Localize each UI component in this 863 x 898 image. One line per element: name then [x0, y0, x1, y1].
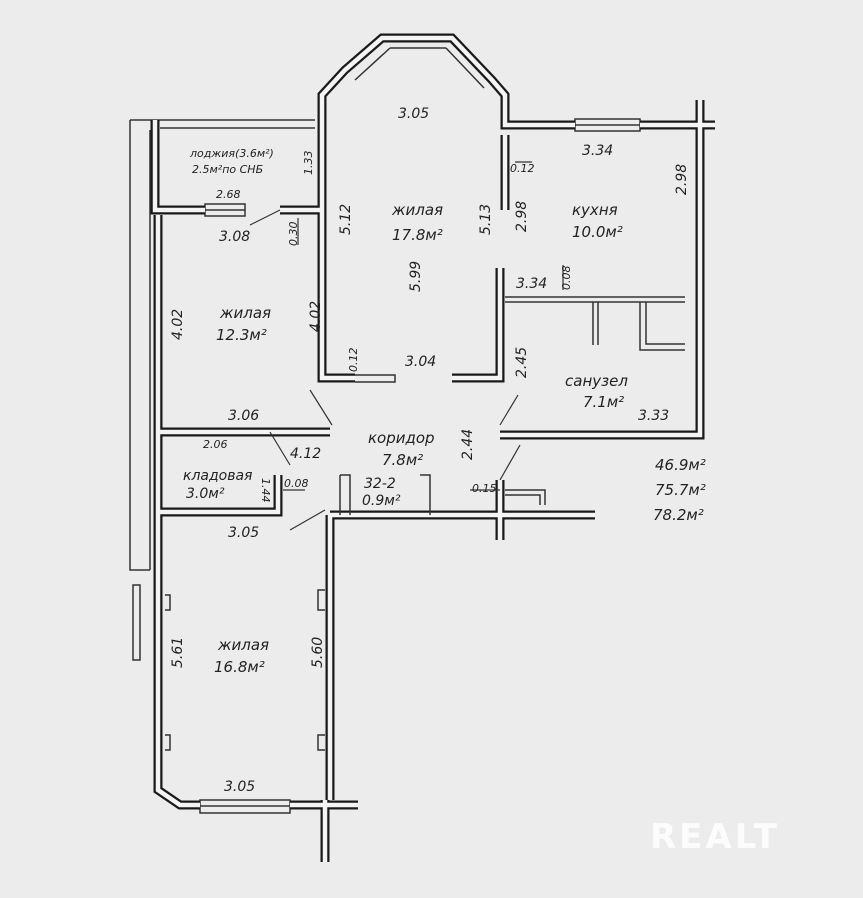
total-area: 75.7м² [655, 481, 706, 499]
watermark-logo: REALT [650, 817, 780, 857]
dim: 2.68 [216, 188, 241, 201]
dim: 0.12 [510, 162, 535, 175]
walls [150, 33, 715, 862]
living-left-name: жилая [219, 304, 271, 322]
dim: 2.06 [203, 438, 228, 451]
dim: 3.08 [219, 229, 250, 245]
dim: 5.13 [478, 204, 494, 235]
dim: 1.33 [302, 151, 315, 176]
shaft-name: 32-2 [364, 476, 396, 492]
bathroom-area: 7.1м² [583, 393, 624, 411]
dim: 0.08 [560, 266, 573, 291]
dim: 3.34 [516, 276, 547, 292]
living-center-area: 17.8м² [392, 226, 443, 244]
dim: 4.02 [170, 309, 186, 340]
dim: 2.44 [460, 429, 476, 460]
dim: 3.34 [582, 143, 613, 159]
dim: 2.98 [674, 164, 690, 195]
dim: 5.12 [338, 204, 354, 235]
dim: 2.45 [514, 347, 530, 378]
dim: 3.05 [228, 525, 259, 541]
dimensions: 3.05 3.34 0.12 2.68 3.08 3.34 3.04 3.33 … [170, 106, 690, 795]
kitchen-name: кухня [572, 201, 618, 219]
living-center-name: жилая [391, 201, 443, 219]
dim: 3.06 [228, 408, 259, 424]
dim: 3.05 [398, 106, 429, 122]
storage-name: кладовая [183, 468, 252, 484]
dim: 3.05 [224, 779, 255, 795]
dim: 1.44 [259, 478, 272, 503]
storage-area: 3.0м² [186, 486, 225, 502]
dim: 0.15 [472, 482, 497, 495]
dim: 5.61 [170, 637, 186, 668]
dim: 4.02 [308, 301, 324, 332]
dim: 0.12 [347, 348, 360, 373]
living-bottom-name: жилая [217, 636, 269, 654]
corridor-name: коридор [368, 429, 435, 447]
kitchen-area: 10.0м² [572, 223, 623, 241]
dim: 4.12 [290, 446, 321, 462]
dim: 5.60 [310, 637, 326, 668]
living-left-area: 12.3м² [216, 326, 267, 344]
living-bottom-area: 16.8м² [214, 658, 265, 676]
leader-lines [249, 161, 564, 531]
loggia-note: 2.5м²по СНБ [192, 163, 263, 176]
dim: 0.30 [287, 222, 300, 247]
bathroom-name: санузел [565, 372, 628, 390]
dim: 3.04 [405, 354, 436, 370]
dim: 2.98 [514, 201, 530, 232]
dim: 0.08 [284, 477, 309, 490]
shaft-area: 0.9м² [362, 493, 401, 509]
corridor-area: 7.8м² [382, 451, 423, 469]
loggia-name: лоджия(3.6м²) [189, 147, 274, 160]
total-area-with-loggia: 78.2м² [653, 506, 704, 524]
dim: 3.33 [638, 408, 669, 424]
total-living-area: 46.9м² [655, 456, 706, 474]
dim: 5.99 [408, 261, 424, 292]
